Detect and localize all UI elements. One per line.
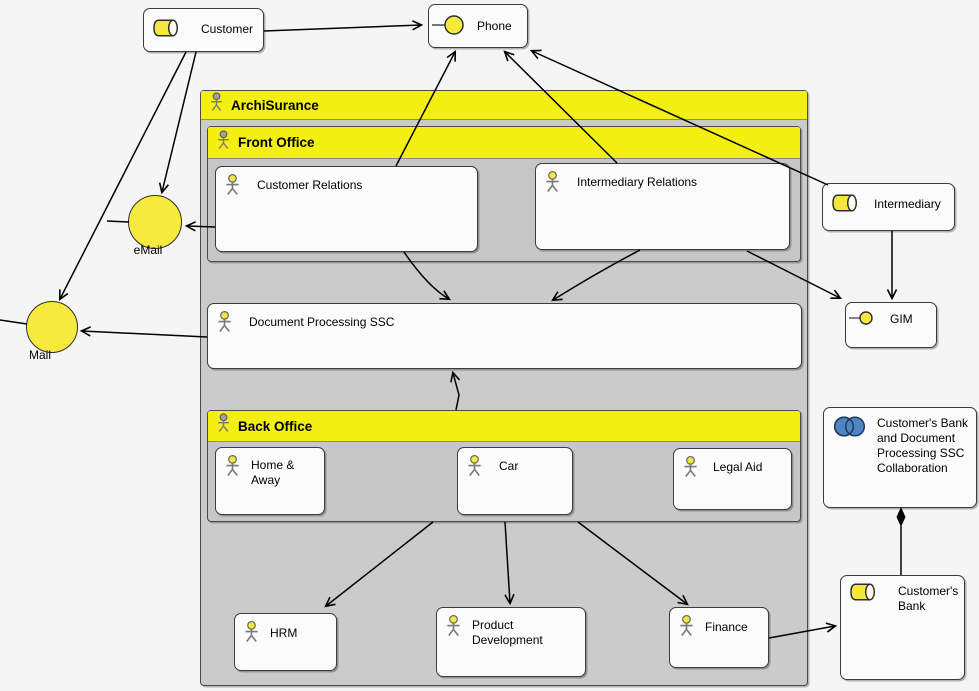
business-actor-icon xyxy=(243,620,260,647)
node-customers-bank[interactable]: Customer's Bank xyxy=(840,575,965,680)
mail-interface-stem xyxy=(0,319,28,325)
node-email-interface[interactable] xyxy=(128,195,182,249)
node-product-development[interactable]: Product Development xyxy=(436,607,586,677)
collaboration-label: Customer's Bank and Document Processing … xyxy=(877,416,968,475)
mail-label: Mail xyxy=(28,348,51,362)
node-document-processing-ssc[interactable]: Document Processing SSC xyxy=(207,303,802,369)
node-hrm[interactable]: HRM xyxy=(234,613,337,671)
back-office-title: Back Office xyxy=(238,418,313,434)
business-actor-icon xyxy=(678,614,695,641)
customer-relations-label: Customer Relations xyxy=(257,178,363,192)
edge-customer-to-email xyxy=(158,51,197,195)
business-role-cylinder-icon xyxy=(831,194,858,215)
node-legal-aid[interactable]: Legal Aid xyxy=(673,448,792,510)
business-actor-icon xyxy=(544,170,561,197)
car-label: Car xyxy=(499,459,519,473)
business-actor-icon xyxy=(216,413,231,439)
node-intermediary-relations[interactable]: Intermediary Relations xyxy=(535,163,790,250)
business-actor-icon xyxy=(216,310,233,337)
business-actor-icon xyxy=(466,454,483,481)
front-office-title: Front Office xyxy=(238,135,315,150)
intermediary-label: Intermediary xyxy=(874,197,941,211)
business-actor-icon xyxy=(224,454,241,481)
node-mail-interface[interactable] xyxy=(26,301,78,353)
business-role-cylinder-icon xyxy=(849,583,876,604)
business-interface-icon xyxy=(431,15,465,38)
edge-customer-to-phone xyxy=(263,20,424,32)
business-interface-icon xyxy=(849,311,874,328)
business-actor-icon xyxy=(445,614,462,641)
node-intermediary[interactable]: Intermediary xyxy=(822,183,955,231)
legal-aid-label: Legal Aid xyxy=(713,460,763,474)
node-customer-relations[interactable]: Customer Relations xyxy=(215,166,478,252)
phone-label: Phone xyxy=(477,19,512,33)
node-gim[interactable]: GIM xyxy=(845,302,937,348)
composition-diamond xyxy=(896,507,906,527)
business-actor-icon xyxy=(209,92,224,118)
business-actor-icon xyxy=(224,173,241,200)
hrm-label: HRM xyxy=(270,626,298,640)
node-finance[interactable]: Finance xyxy=(669,607,769,668)
node-customers-bank-dps-collaboration[interactable]: Customer's Bank and Document Processing … xyxy=(823,407,977,508)
finance-label: Finance xyxy=(705,620,748,634)
customers-bank-label: Customer's Bank xyxy=(898,584,959,613)
product-development-label: Product Development xyxy=(472,618,543,647)
edge-customer-to-mail xyxy=(58,51,187,302)
front-office-header: Front Office xyxy=(208,127,800,159)
business-role-cylinder-icon xyxy=(152,19,179,40)
node-customer[interactable]: Customer xyxy=(143,8,264,52)
business-collaboration-icon xyxy=(832,415,867,441)
customer-label: Customer xyxy=(201,22,254,36)
back-office-header: Back Office xyxy=(208,411,800,442)
business-actor-icon xyxy=(216,129,231,156)
gim-label: GIM xyxy=(890,312,913,326)
node-car[interactable]: Car xyxy=(457,447,573,515)
business-actor-icon xyxy=(682,455,699,482)
archisurance-title: ArchiSurance xyxy=(231,97,319,113)
email-label: eMail xyxy=(133,243,163,257)
node-phone[interactable]: Phone xyxy=(428,4,528,48)
archisurance-header: ArchiSurance xyxy=(201,91,807,120)
home-away-label: Home & Away xyxy=(251,458,295,487)
node-home-away[interactable]: Home & Away xyxy=(215,447,325,515)
document-processing-ssc-label: Document Processing SSC xyxy=(249,315,395,329)
edge-dps-to-mail xyxy=(79,326,208,338)
intermediary-relations-label: Intermediary Relations xyxy=(577,175,698,189)
email-interface-stem xyxy=(106,220,130,223)
